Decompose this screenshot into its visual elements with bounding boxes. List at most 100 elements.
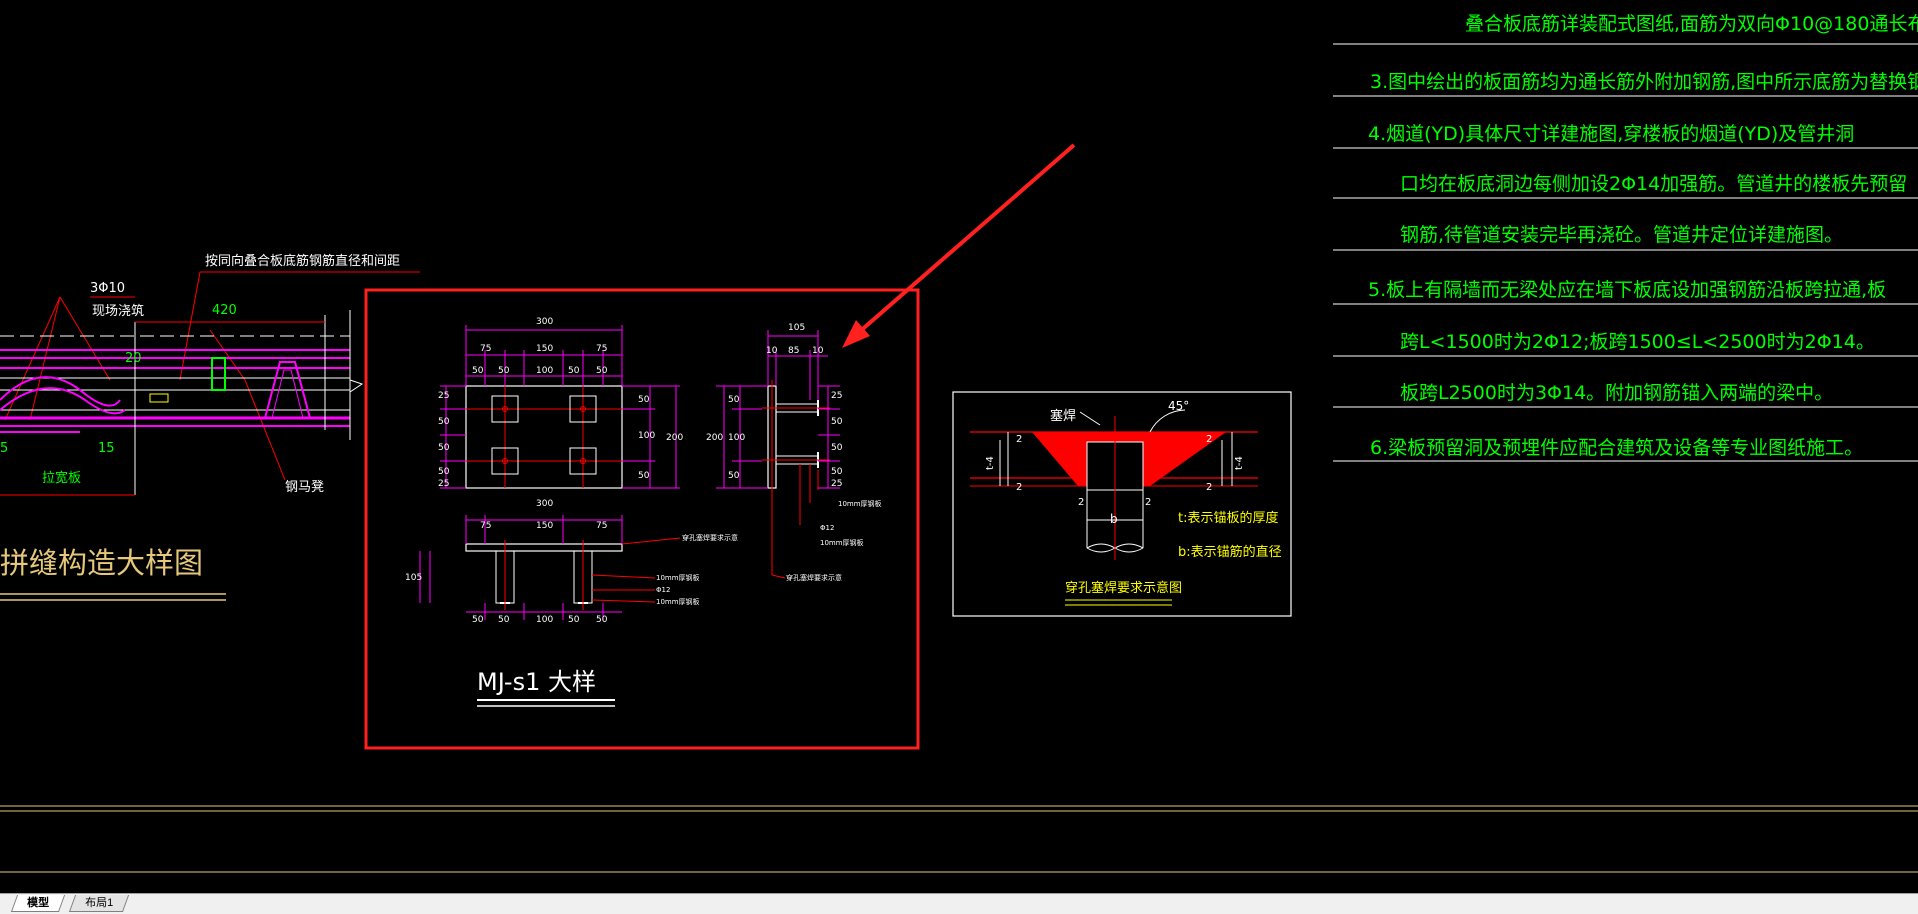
- anchor-hole: [491, 395, 519, 423]
- rebar-label: 3Φ10: [90, 281, 125, 296]
- leader-line: [179, 271, 201, 381]
- svg-text:85: 85: [788, 346, 799, 356]
- steel-chair: [264, 361, 311, 419]
- dim-b: b: [1110, 512, 1118, 526]
- dim-2: 2: [1206, 434, 1212, 445]
- side-dim-text: 105 10 85 10 50 100 50 200 25 50 50 50 2…: [706, 323, 843, 489]
- svg-text:50: 50: [438, 417, 450, 427]
- svg-text:穿孔塞焊要求示意: 穿孔塞焊要求示意: [682, 533, 738, 542]
- note-line-3: 3.图中绘出的板面筋均为通长筋外附加钢筋,图中所示底筋为替换钢筋。: [1370, 71, 1918, 93]
- note-line-top: 叠合板底筋详装配式图纸,面筋为双向Φ10@180通长布置,: [1465, 13, 1918, 35]
- plan-dimensions: [440, 325, 680, 489]
- dim-2: 2: [1016, 482, 1022, 493]
- tab-model[interactable]: 模型: [10, 895, 66, 912]
- svg-text:75: 75: [596, 521, 607, 531]
- svg-text:100: 100: [536, 366, 553, 376]
- elevation-labels: 穿孔塞焊要求示意 10mm厚钢板 Φ12 10mm厚钢板: [656, 533, 738, 606]
- angle-label: 45°: [1168, 399, 1189, 413]
- note-line-6: 6.梁板预留洞及预埋件应配合建筑及设备等专业图纸施工。: [1370, 437, 1863, 459]
- anchor-center: [580, 458, 586, 464]
- svg-text:50: 50: [728, 471, 740, 481]
- tab-layout1[interactable]: 布局1: [68, 895, 130, 912]
- elevation-dim-text: 300 75 150 75 50 50 100 50 50 105: [405, 499, 608, 625]
- note-line-4c: 钢筋,待管道安装完毕再浇砼。管道井定位详建施图。: [1400, 224, 1843, 246]
- note-line-4b: 口均在板底洞边每侧加设2Φ14加强筋。管道井的楼板先预留: [1400, 173, 1907, 195]
- svg-text:50: 50: [472, 615, 484, 625]
- break-symbol: [349, 379, 364, 393]
- svg-text:100: 100: [728, 433, 745, 443]
- bottom-label-1: 拉宽板: [42, 470, 81, 486]
- joint-detail[interactable]: 按同向叠合板底筋钢筋直径和间距 3Φ10 现场浇筑: [0, 253, 420, 601]
- dim-2: 2: [1145, 497, 1151, 508]
- anchor-hole: [569, 447, 597, 475]
- embed-plate-plan: [465, 385, 623, 489]
- dim-t-right: t-4: [1234, 456, 1245, 470]
- side-dimensions: [716, 330, 840, 489]
- dim-20: 20: [125, 351, 142, 366]
- drawing-svg[interactable]: 叠合板底筋详装配式图纸,面筋为双向Φ10@180通长布置, 3.图中绘出的板面筋…: [0, 0, 1918, 893]
- cast-label: 现场浇筑: [92, 303, 144, 319]
- layout-tab-bar: 模型 布局1: [0, 893, 1918, 914]
- cad-model-space[interactable]: 叠合板底筋详装配式图纸,面筋为双向Φ10@180通长布置, 3.图中绘出的板面筋…: [0, 0, 1918, 893]
- svg-text:50: 50: [638, 395, 650, 405]
- tab-layout1-label: 布局1: [85, 897, 114, 909]
- note-line-5c: 板跨L2500时为3Φ14。附加钢筋锚入两端的梁中。: [1400, 382, 1833, 404]
- svg-text:10mm厚钢板: 10mm厚钢板: [656, 597, 700, 606]
- steel-chair: [271, 369, 304, 419]
- svg-text:200: 200: [706, 433, 723, 443]
- weld-label: 塞焊: [1050, 408, 1076, 424]
- svg-text:Φ12: Φ12: [820, 524, 834, 532]
- side-labels: 10mm厚钢板 Φ12 10mm厚钢板 穿孔塞焊要求示意: [786, 499, 882, 582]
- joint-detail-title: 拼缝构造大样图: [0, 546, 203, 580]
- embed-plate-elevation: [465, 543, 623, 552]
- anchor-center: [580, 406, 586, 412]
- leader-line: [591, 574, 656, 579]
- svg-text:150: 150: [536, 344, 553, 354]
- curved-rebar: [0, 387, 126, 415]
- svg-text:50: 50: [568, 366, 580, 376]
- elevation-dimensions: [419, 515, 623, 620]
- svg-text:10mm厚钢板: 10mm厚钢板: [838, 499, 882, 508]
- svg-text:10mm厚钢板: 10mm厚钢板: [656, 573, 700, 582]
- tab-model-label: 模型: [27, 897, 50, 909]
- svg-text:50: 50: [596, 366, 608, 376]
- svg-text:穿孔塞焊要求示意: 穿孔塞焊要求示意: [786, 573, 842, 582]
- leader-line: [1079, 411, 1101, 426]
- svg-text:75: 75: [480, 521, 491, 531]
- mj-s1-detail[interactable]: 300 75 150 75 50 50 100 50 50 25 50 50 5…: [405, 317, 882, 707]
- anchor-hole: [569, 395, 597, 423]
- svg-text:300: 300: [536, 317, 553, 327]
- leader-line: [591, 599, 656, 603]
- svg-text:50: 50: [438, 443, 450, 453]
- svg-text:50: 50: [472, 366, 484, 376]
- svg-text:10: 10: [766, 346, 778, 356]
- weld-fill: [1032, 432, 1226, 486]
- dim-2: 2: [1206, 482, 1212, 493]
- bottom-label-2: 钢马凳: [285, 479, 324, 495]
- mj-s1-title: MJ-s1 大样: [477, 668, 596, 696]
- anchor-center: [502, 458, 508, 464]
- design-notes: 叠合板底筋详装配式图纸,面筋为双向Φ10@180通长布置, 3.图中绘出的板面筋…: [1333, 13, 1918, 462]
- svg-text:50: 50: [831, 443, 843, 453]
- anchor-hole: [491, 447, 519, 475]
- svg-text:10mm厚钢板: 10mm厚钢板: [820, 538, 864, 547]
- dim-2: 2: [1016, 434, 1022, 445]
- svg-text:50: 50: [438, 467, 450, 477]
- svg-text:50: 50: [498, 615, 510, 625]
- svg-text:50: 50: [831, 417, 843, 427]
- note-t: t:表示锚板的厚度: [1178, 510, 1278, 526]
- plan-dim-text: 300 75 150 75 50 50 100 50 50 25 50 50 5…: [438, 317, 683, 489]
- svg-text:25: 25: [831, 391, 842, 401]
- plug-weld-detail[interactable]: 塞焊 45° t-4 t-4 2 2 2 2 2 2 b t:表示锚板的厚度 b…: [952, 391, 1292, 617]
- rebar-block: [149, 393, 169, 403]
- svg-text:50: 50: [568, 615, 580, 625]
- svg-text:105: 105: [788, 323, 805, 333]
- anchor-center: [502, 406, 508, 412]
- svg-text:50: 50: [831, 467, 843, 477]
- svg-text:100: 100: [638, 431, 655, 441]
- svg-text:10: 10: [812, 346, 824, 356]
- leader-line: [244, 379, 286, 481]
- note-line-5b: 跨L<1500时为2Φ12;板跨1500≤L<2500时为2Φ14。: [1400, 331, 1875, 353]
- svg-text:25: 25: [438, 391, 449, 401]
- svg-text:Φ12: Φ12: [656, 586, 670, 594]
